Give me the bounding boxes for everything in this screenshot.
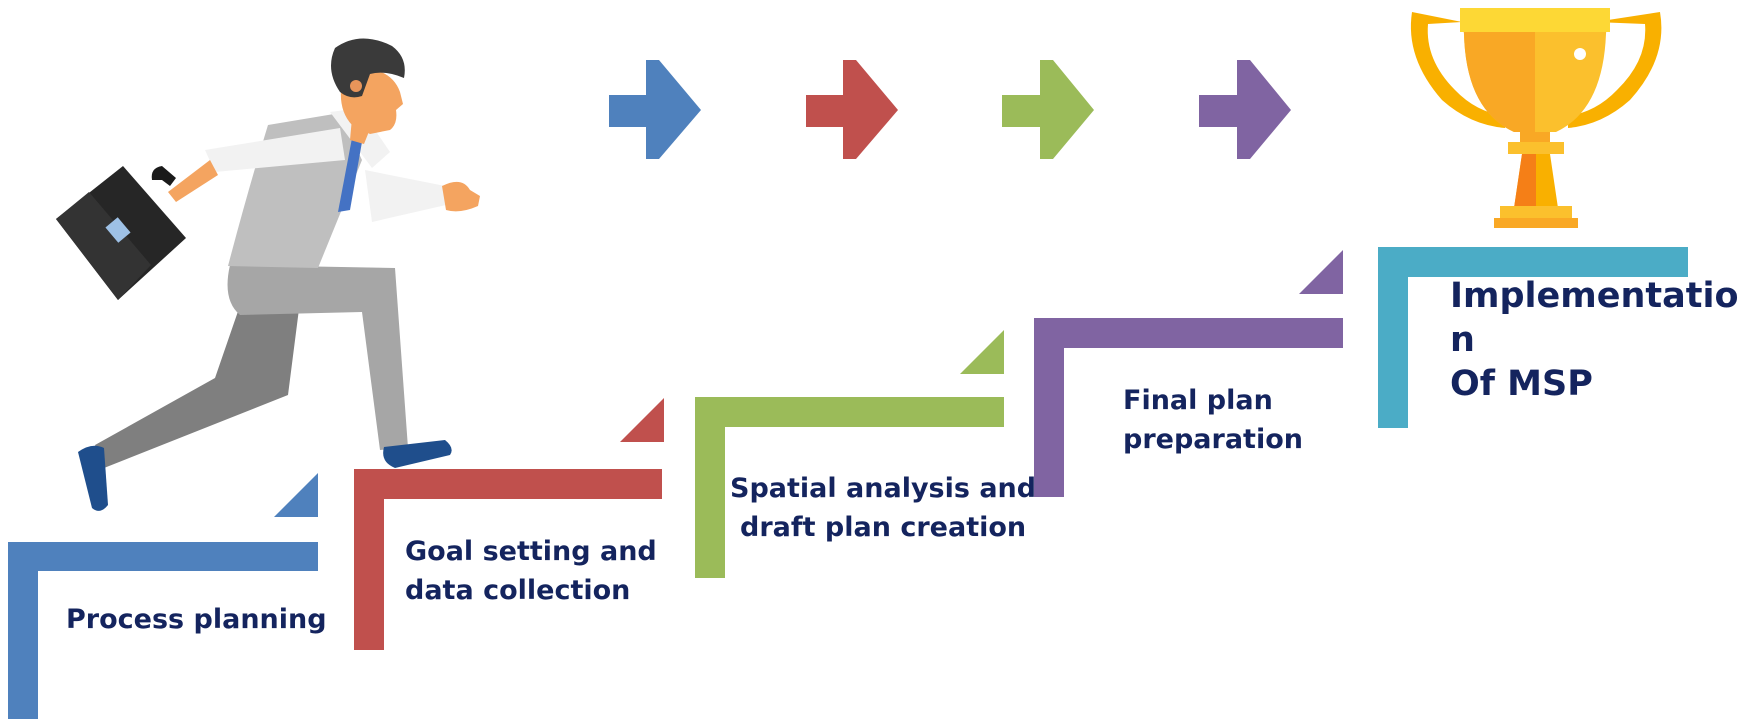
arrow-right-icon-green (1002, 60, 1094, 159)
step-5-shape (1378, 247, 1688, 428)
arrow-right-icon-blue (609, 60, 701, 159)
step-4-shape (1034, 250, 1343, 497)
arrow-right-icon-purple (1199, 60, 1291, 159)
step-1-line-1: Process planning (66, 604, 327, 635)
arrow-right-icon-red (806, 60, 898, 159)
step-4-line-2: preparation (1123, 424, 1303, 455)
step-2-line-1: Goal setting and (405, 536, 657, 567)
step-1-shape (8, 473, 318, 719)
step-label-process-planning: Process planning (66, 600, 327, 639)
step-4-line-1: Final plan (1123, 385, 1273, 416)
step-3-line-1: Spatial analysis and (730, 473, 1037, 504)
step-2-shape (354, 398, 664, 650)
step-2-line-2: data collection (405, 575, 631, 606)
step-3-line-2: draft plan creation (740, 512, 1027, 543)
step-label-spatial-analysis: Spatial analysis and draft plan creation (730, 469, 1036, 547)
step-5-line-1: Implementation (1450, 276, 1739, 360)
step-label-implementation: Implementation Of MSP (1450, 274, 1740, 406)
step-5-line-2: Of MSP (1450, 364, 1593, 404)
step-label-final-plan: Final plan preparation (1123, 381, 1303, 459)
step-label-goal-setting: Goal setting and data collection (405, 532, 657, 610)
step-3-shape (695, 330, 1004, 578)
